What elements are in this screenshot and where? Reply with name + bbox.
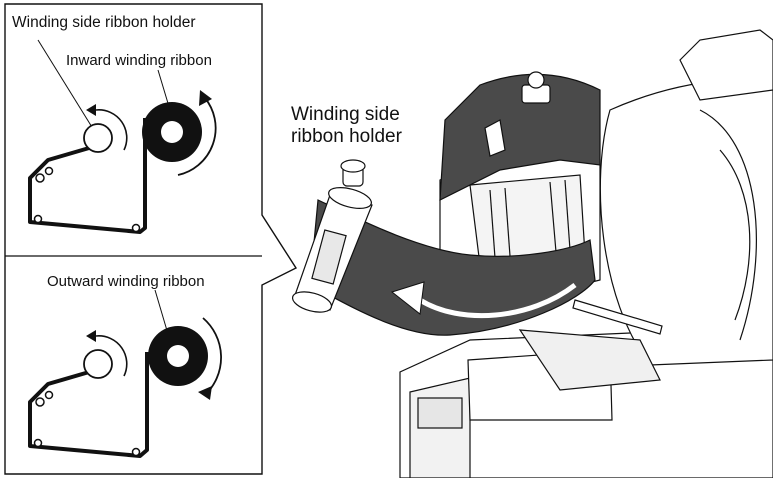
platen-area [518, 329, 661, 391]
label-outward-winding-ribbon: Outward winding ribbon [47, 273, 205, 290]
mechanism-detail [489, 189, 496, 259]
guide-roller [44, 166, 54, 176]
guide-roller [33, 438, 43, 448]
guide-roller [35, 173, 45, 183]
rotation-arrow-main [418, 283, 577, 319]
leader-line-outward [154, 289, 169, 335]
ribbon-band [309, 199, 596, 336]
media-roll-edge [699, 109, 757, 341]
callout-panel [4, 3, 298, 475]
mechanism-detail [549, 181, 557, 253]
ribbon-supply-band [439, 73, 601, 202]
printer-illustration [291, 29, 773, 478]
inward-winding-diagram [28, 39, 217, 234]
guide-roller [131, 223, 141, 233]
roll-core [167, 345, 189, 367]
ribbon-path-inward [28, 118, 147, 234]
guide-roller [35, 397, 45, 407]
arrow-head [86, 104, 96, 116]
leader-line-holder [37, 39, 96, 133]
label-winding-side-ribbon-holder: Winding side ribbon holder [12, 14, 196, 31]
rotation-arrow-supply [177, 97, 217, 176]
callout-frame [4, 3, 298, 475]
label-main-line2: ribbon holder [291, 126, 402, 147]
rotation-arrow-main-head [390, 281, 425, 315]
mechanism-detail [504, 187, 511, 257]
guide-roller [33, 214, 43, 224]
roll-core [161, 121, 183, 143]
media-roll-edge [719, 149, 751, 321]
guide-roller [44, 390, 54, 400]
arrow-head [199, 90, 212, 106]
ribbon-path-outward [28, 352, 149, 458]
ribbon-shaft [572, 299, 663, 335]
printer-cover [679, 29, 773, 101]
rotation-arrow-winding [95, 335, 128, 377]
printer-display [417, 397, 463, 429]
winding-core [83, 349, 113, 379]
label-main-winding-holder: Winding side ribbon holder [291, 104, 441, 148]
label-inward-winding-ribbon: Inward winding ribbon [66, 52, 212, 69]
rotation-arrow-winding [95, 109, 128, 151]
outward-winding-diagram [28, 289, 222, 458]
guide-roller [131, 447, 141, 457]
label-main-line1: Winding side [291, 104, 400, 125]
supply-knob [527, 71, 545, 89]
mechanism-detail [564, 179, 571, 251]
supply-bracket [484, 119, 506, 157]
arrow-head [86, 330, 96, 342]
winding-holder-cylinder [291, 159, 373, 313]
arrow-head [198, 386, 212, 400]
winding-core [83, 123, 113, 153]
